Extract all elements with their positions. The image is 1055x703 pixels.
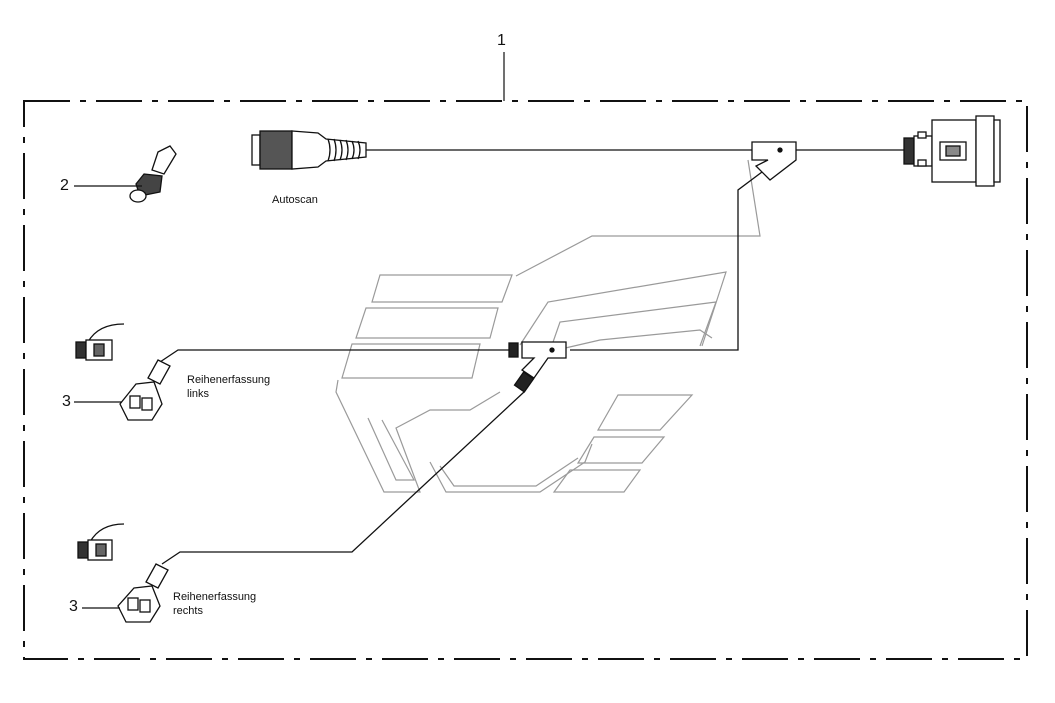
callout-3-right: 3 xyxy=(69,598,78,615)
autoscan-connector xyxy=(251,130,367,170)
right-row-cable xyxy=(161,391,525,565)
y-splitter-top xyxy=(751,141,797,181)
label-row-left-line1: Reihenerfassung xyxy=(187,374,271,386)
left-row-cable xyxy=(159,349,512,363)
branch-cable-vertical xyxy=(570,171,763,351)
y-splitter-mid xyxy=(508,341,567,393)
callout-3-left: 3 xyxy=(62,393,71,410)
kit-boundary xyxy=(23,100,1028,660)
label-row-right-line2: rechts xyxy=(173,605,203,617)
row-sensor-right xyxy=(117,563,169,623)
ghost-machine-outline xyxy=(335,159,761,493)
callout-2: 2 xyxy=(60,177,69,194)
plug-part xyxy=(129,145,177,203)
label-row-left-line2: links xyxy=(187,388,210,400)
row-sensor-left xyxy=(119,359,171,421)
callout-1: 1 xyxy=(497,32,506,49)
label-autoscan: Autoscan xyxy=(272,194,318,206)
row-sensor-left-mating-connector xyxy=(75,323,125,361)
main-harness-connector xyxy=(903,115,1001,187)
label-row-right-line1: Reihenerfassung xyxy=(173,591,257,603)
row-sensor-right-mating-connector xyxy=(77,523,125,561)
